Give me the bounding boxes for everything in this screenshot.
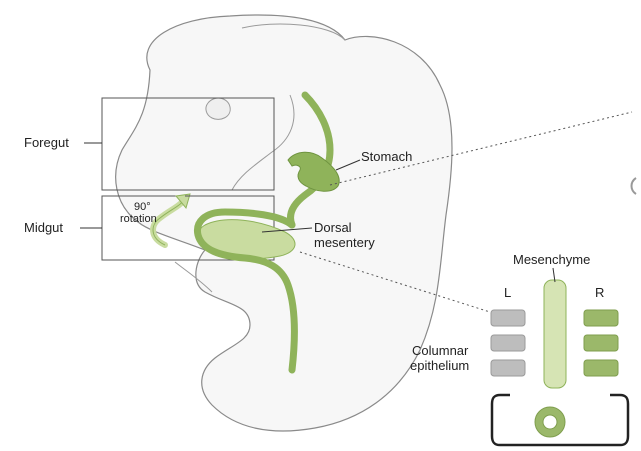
rotation-label-line1: 90°: [134, 201, 151, 213]
left-epithelium-2: [491, 335, 525, 351]
left-side-label: L: [504, 285, 511, 300]
stomach-label: Stomach: [361, 149, 412, 164]
foregut-label: Foregut: [24, 135, 69, 150]
mesenchyme-column: [544, 280, 566, 388]
left-epithelium-1: [491, 310, 525, 326]
dorsal-mesentery-label-line1: Dorsal: [314, 220, 352, 235]
columnar-epithelium-label-line1: Columnar: [412, 343, 469, 358]
gut-lumen: [543, 415, 557, 429]
columnar-epithelium-label-line2: epithelium: [410, 358, 469, 373]
right-epithelium-2: [584, 335, 618, 351]
partial-circle-upper: [632, 178, 637, 194]
right-side-label: R: [595, 285, 604, 300]
right-epithelium-1: [584, 310, 618, 326]
eye-shape: [206, 98, 230, 119]
dorsal-mesentery-label-line2: mesentery: [314, 235, 375, 250]
left-epithelium-3: [491, 360, 525, 376]
mesenchyme-label: Mesenchyme: [513, 252, 590, 267]
midgut-label: Midgut: [24, 220, 63, 235]
rotation-label-line2: rotation: [120, 213, 157, 225]
right-epithelium-3: [584, 360, 618, 376]
